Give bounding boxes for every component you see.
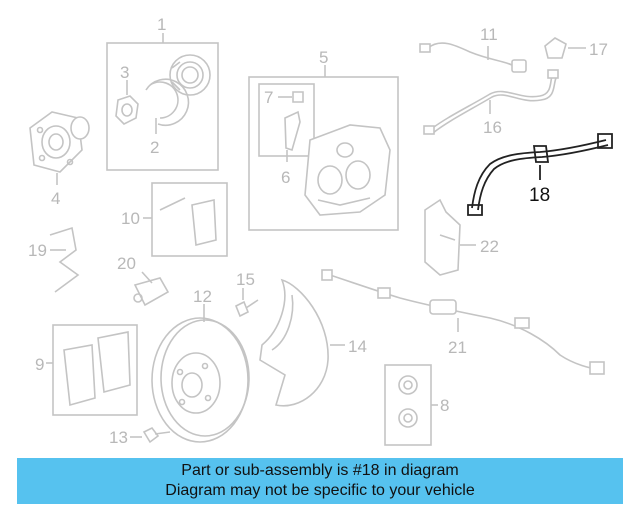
part-5-caliper-group: 5 7 6: [248, 48, 399, 231]
part-14-shield: 14: [259, 278, 367, 407]
callout-22: 22: [480, 237, 499, 256]
callout-14: 14: [348, 337, 367, 356]
callout-8: 8: [440, 396, 449, 415]
callout-6: 6: [281, 168, 290, 187]
callout-11: 11: [480, 25, 498, 44]
callout-7: 7: [264, 88, 273, 107]
part-15-bolt: 15: [234, 270, 259, 318]
part-20-connector: 20: [117, 254, 170, 307]
banner-line-2: Diagram may not be specific to your vehi…: [165, 482, 475, 499]
callout-1: 1: [157, 15, 166, 34]
callout-21: 21: [448, 338, 467, 357]
part-10-pins-group: 10: [121, 182, 228, 257]
callout-19: 19: [28, 241, 47, 260]
part-9-pads-group: 9: [35, 324, 138, 416]
callout-16: 16: [483, 118, 502, 137]
part-4-hub: 4: [29, 111, 90, 208]
part-18-brake-hose: 18: [467, 133, 613, 216]
callout-2: 2: [150, 138, 159, 157]
callout-18: 18: [529, 185, 550, 206]
callout-5: 5: [319, 48, 328, 67]
callout-4: 4: [51, 189, 60, 208]
part-22-bracket: 22: [424, 198, 499, 276]
part-1-bearing-group: 1 3 2: [106, 15, 219, 171]
part-11-wear-sensor: 11: [419, 25, 527, 73]
part-8-seals-group: 8: [384, 364, 449, 446]
part-16-brake-line: 16: [423, 69, 559, 137]
part-17-clip: 17: [544, 37, 608, 59]
callout-20: 20: [117, 254, 136, 273]
callout-13: 13: [109, 428, 128, 447]
callout-10: 10: [121, 209, 140, 228]
callout-9: 9: [35, 355, 44, 374]
part-21-abs-sensor: 21: [321, 269, 605, 375]
part-13-bolt: 13: [109, 426, 171, 447]
callout-3: 3: [120, 63, 129, 82]
banner-line-1: Part or sub-assembly is #18 in diagram: [181, 462, 459, 479]
part-12-rotor: 12: [151, 287, 250, 443]
callout-17: 17: [589, 40, 608, 59]
info-banner: Part or sub-assembly is #18 in diagram D…: [17, 458, 623, 504]
callout-15: 15: [236, 270, 255, 289]
callout-12: 12: [193, 287, 212, 306]
part-19-spring: 19: [28, 226, 80, 293]
parts-diagram: 1 3 2 4 5 7 6: [28, 15, 613, 447]
